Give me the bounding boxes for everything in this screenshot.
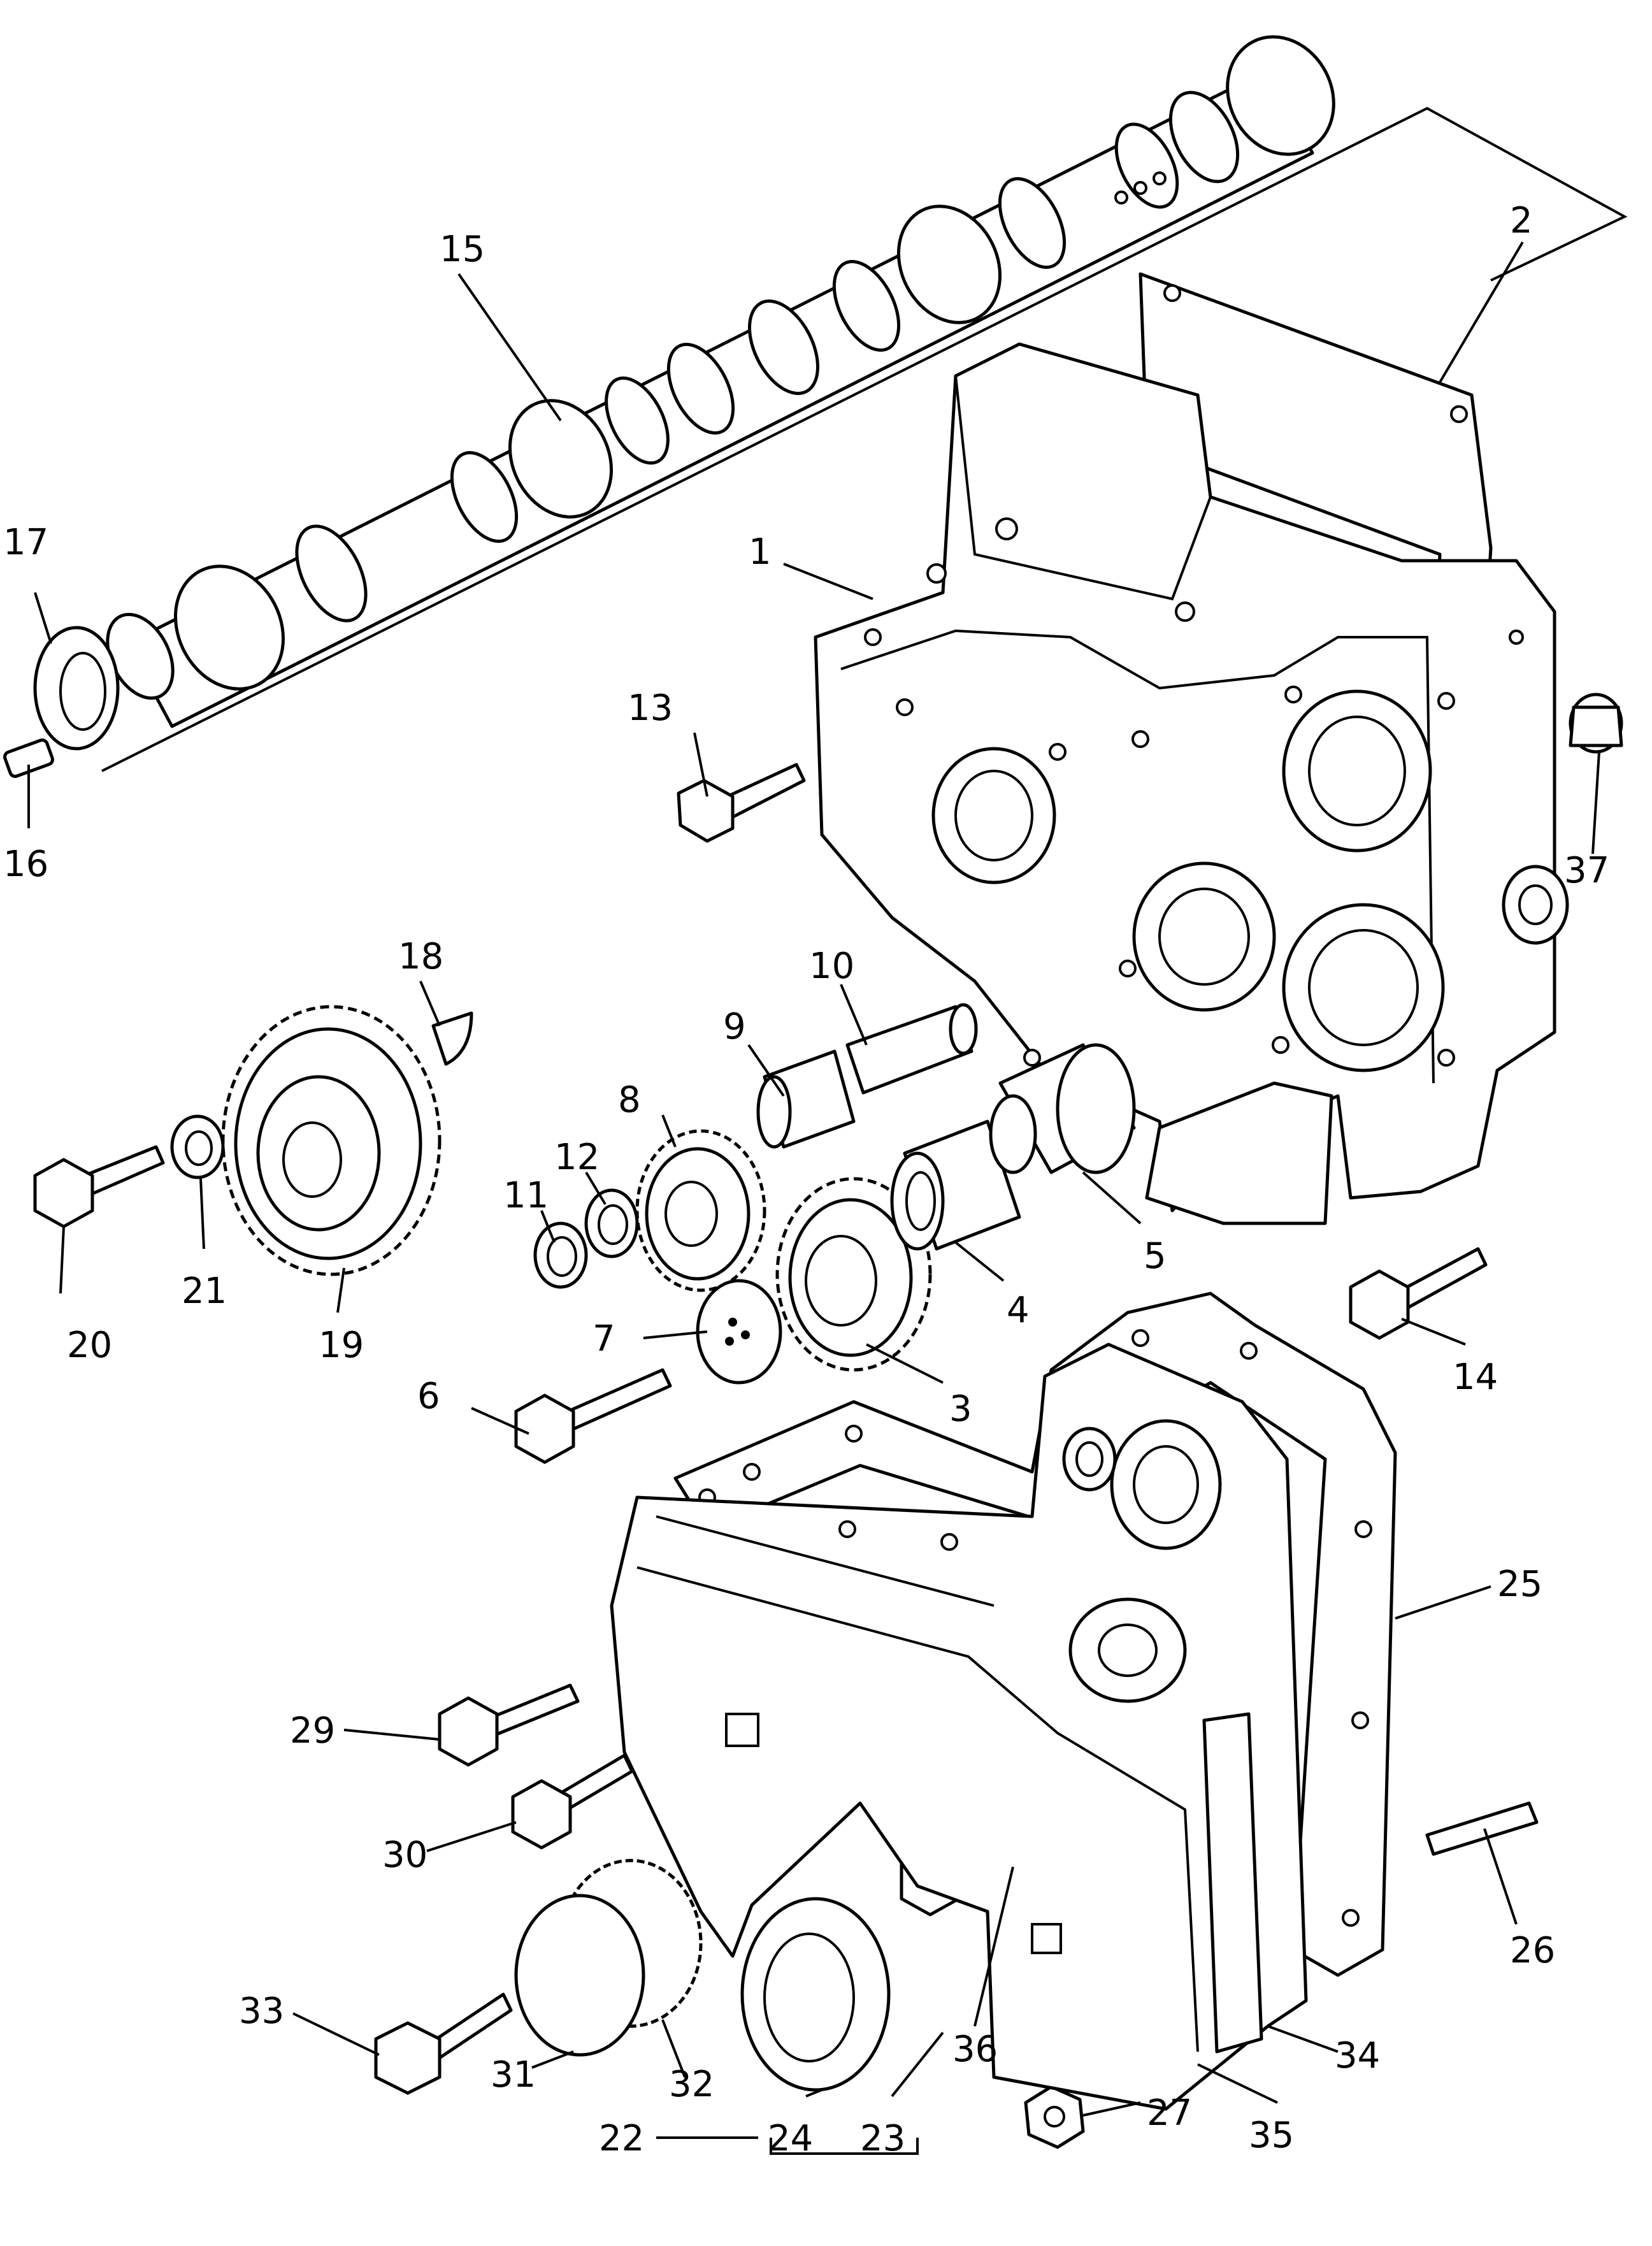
idler-gear-8 xyxy=(635,1129,766,1292)
callout-5: 5 xyxy=(1144,1235,1167,1277)
callout-32: 32 xyxy=(669,2064,714,2105)
thrust-washer xyxy=(33,626,120,751)
callout-9: 9 xyxy=(723,1006,746,1047)
callout-16: 16 xyxy=(3,844,48,885)
thrust-plate xyxy=(696,1279,782,1385)
stud-26 xyxy=(1425,1801,1539,1856)
plug xyxy=(1569,693,1623,754)
callout-31: 31 xyxy=(491,2054,536,2096)
callout-1: 1 xyxy=(749,531,772,573)
bolt-13 xyxy=(677,763,806,843)
washer-12 xyxy=(584,1188,639,1258)
callout-19: 19 xyxy=(319,1325,364,1366)
callout-21: 21 xyxy=(182,1271,227,1312)
callout-18: 18 xyxy=(398,936,443,977)
pin-10 xyxy=(845,1003,978,1095)
callout-13: 13 xyxy=(628,687,673,729)
callout-3: 3 xyxy=(949,1388,972,1430)
callout-33: 33 xyxy=(239,1990,284,2032)
callout-26: 26 xyxy=(1510,1930,1555,1971)
callout-36: 36 xyxy=(952,2029,998,2070)
callout-25: 25 xyxy=(1497,1564,1542,1605)
bolt-6 xyxy=(514,1368,672,1464)
idler-shaft xyxy=(989,1043,1136,1174)
camshaft xyxy=(101,35,1628,772)
front-cover xyxy=(610,1343,1308,2111)
leader-lines xyxy=(27,241,1600,2155)
callout-4: 4 xyxy=(1007,1290,1030,1331)
bolt-33 xyxy=(374,1992,513,2095)
callout-27: 27 xyxy=(1147,2092,1192,2134)
woodruff-key xyxy=(3,738,54,779)
bolt-20 xyxy=(33,1145,165,1228)
callout-15: 15 xyxy=(440,229,485,270)
front-oil-seal xyxy=(740,1897,891,2092)
bolt-29 xyxy=(438,1683,580,1767)
callout-35: 35 xyxy=(1249,2115,1294,2156)
bolt-14 xyxy=(1349,1247,1488,1340)
callout-34: 34 xyxy=(1335,2035,1380,2077)
bolt-30 xyxy=(511,1753,634,1850)
circlip xyxy=(533,1221,588,1289)
cover-cap xyxy=(514,1859,703,2057)
callout-24: 24 xyxy=(768,2118,813,2159)
bush-4 xyxy=(890,1119,1021,1251)
callout-2: 2 xyxy=(1510,200,1533,241)
camshaft-gear xyxy=(221,1005,442,1276)
callout-7: 7 xyxy=(593,1318,615,1360)
nut-27 xyxy=(1024,2085,1085,2149)
callout-22: 22 xyxy=(599,2118,644,2159)
callout-labels: 1 2 3 4 5 6 7 8 9 10 11 12 13 14 15 16 1… xyxy=(3,200,1609,2159)
callout-17: 17 xyxy=(3,522,48,563)
callout-6: 6 xyxy=(417,1376,440,1417)
callout-10: 10 xyxy=(809,946,854,987)
callout-20: 20 xyxy=(67,1325,112,1366)
key-18 xyxy=(431,1011,473,1066)
callout-8: 8 xyxy=(618,1079,641,1121)
idler-gear-3 xyxy=(775,1177,932,1372)
callout-14: 14 xyxy=(1453,1357,1498,1398)
bush-9 xyxy=(756,1049,856,1149)
callout-29: 29 xyxy=(290,1710,335,1752)
callout-30: 30 xyxy=(382,1834,427,1876)
washer-21 xyxy=(170,1114,225,1179)
callout-37: 37 xyxy=(1564,850,1609,891)
callout-23: 23 xyxy=(860,2118,905,2159)
callout-11: 11 xyxy=(503,1175,549,1216)
callout-12: 12 xyxy=(554,1137,600,1178)
timing-case xyxy=(814,342,1569,1225)
